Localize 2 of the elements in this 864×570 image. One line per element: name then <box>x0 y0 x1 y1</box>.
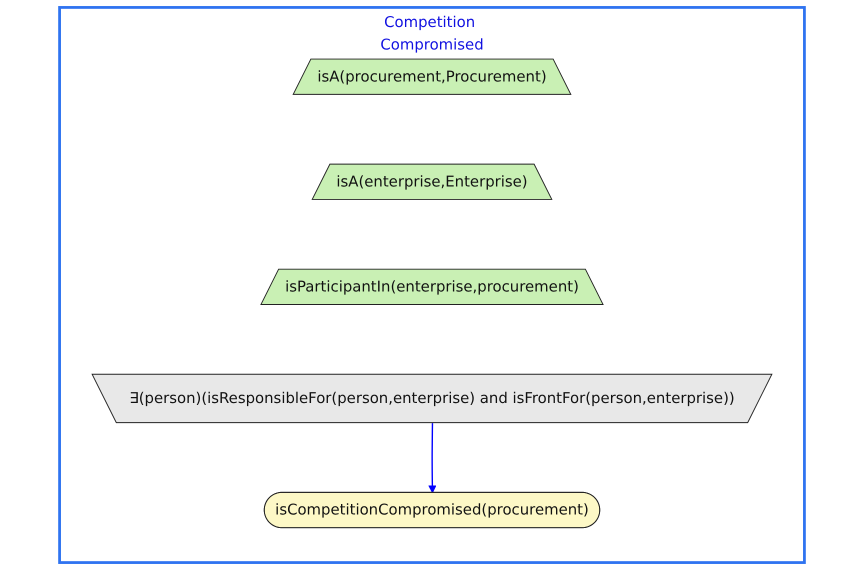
node-box: ∃(person)(isResponsibleFor(person,enterprise) and isFrontFor(person,enterprise)) <box>91 374 773 424</box>
arrow <box>428 423 436 494</box>
